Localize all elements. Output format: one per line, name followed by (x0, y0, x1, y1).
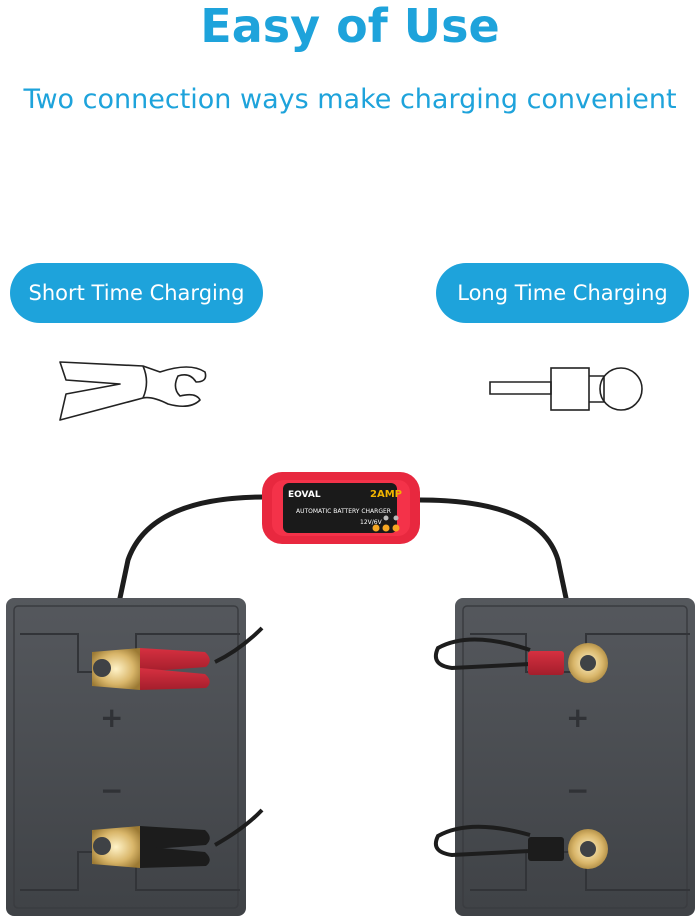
long-time-charging-badge: Long Time Charging (436, 263, 689, 323)
left-battery: + − (6, 598, 246, 916)
charger-voltage: 12V/6V (360, 519, 383, 526)
right-plus-mark: + (566, 701, 589, 734)
battery-charger: EOVAL 2AMP AUTOMATIC BATTERY CHARGER 12V… (262, 472, 420, 544)
ring-terminal-icon (489, 367, 643, 411)
charger-label: AUTOMATIC BATTERY CHARGER (296, 508, 391, 515)
right-battery: + − (455, 598, 695, 916)
left-cable (117, 494, 268, 601)
left-minus-mark: − (100, 774, 123, 807)
black-alligator-clamp (92, 808, 264, 868)
page-title: Easy of Use (200, 0, 500, 53)
page-subtitle: Two connection ways make charging conven… (23, 84, 677, 115)
indicator-led (383, 515, 389, 521)
right-cable (417, 497, 569, 601)
indicator-led (382, 524, 390, 532)
alligator-clamp-icon (59, 361, 207, 421)
left-plus-mark: + (100, 701, 123, 734)
red-ring-terminal (433, 637, 608, 683)
black-ring-terminal (433, 824, 608, 869)
indicator-led (372, 524, 380, 532)
charger-brand: EOVAL (288, 490, 321, 500)
right-minus-mark: − (566, 774, 589, 807)
red-alligator-clamp (92, 626, 264, 690)
indicator-led (392, 524, 400, 532)
charger-amp: 2AMP (370, 489, 402, 500)
short-time-charging-badge: Short Time Charging (10, 263, 263, 323)
indicator-led (393, 515, 399, 521)
